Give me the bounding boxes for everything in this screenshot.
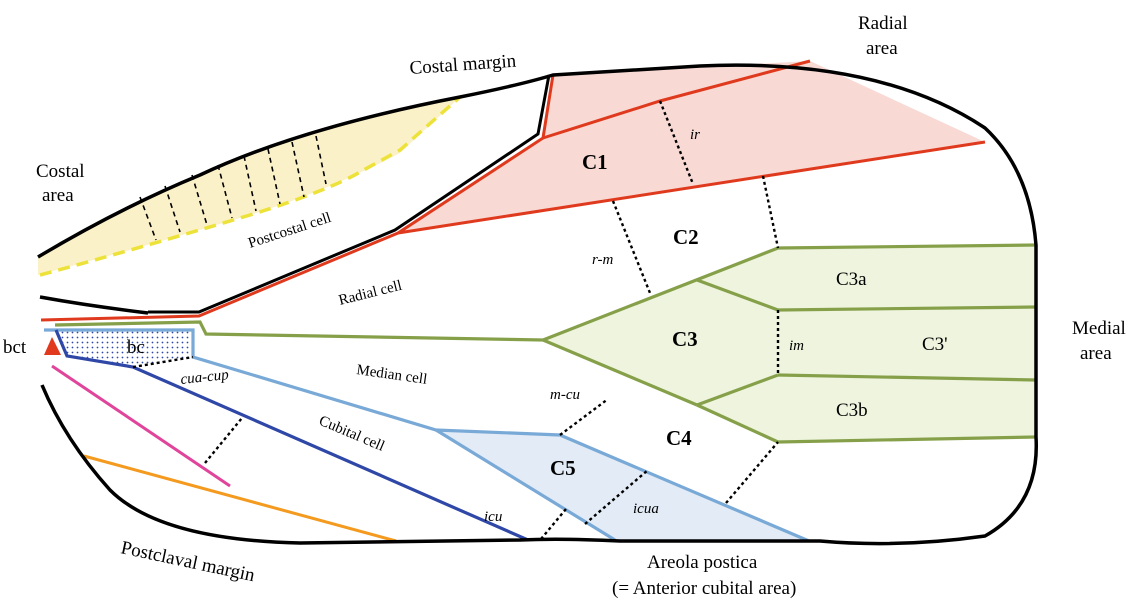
cross-veins <box>132 100 780 540</box>
label-postcostal-cell: Postcostal cell <box>246 210 333 252</box>
label-cell-c3a: C3a <box>836 269 867 290</box>
cubital-veins <box>44 328 810 543</box>
label-costal-area-line1: Costal <box>36 161 85 182</box>
label-cell-c4: C4 <box>666 426 692 450</box>
medial-veins <box>54 243 1037 444</box>
label-areola-postica-line1: Areola postica <box>647 552 758 573</box>
dark-radial-vein <box>148 74 551 314</box>
label-radial-cell: Radial cell <box>337 278 404 309</box>
label-crossvein-icua: icua <box>633 501 659 517</box>
areola-postica-fill <box>436 430 809 541</box>
label-bc: bc <box>127 337 145 358</box>
label-costal-margin: Costal margin <box>409 51 517 79</box>
label-medial-area-line2: area <box>1080 343 1112 364</box>
label-crossvein-rm: r-m <box>592 252 614 268</box>
radial-area-fill <box>398 61 985 233</box>
label-cell-c1: C1 <box>582 150 608 174</box>
label-cell-c3prime: C3' <box>922 334 948 355</box>
label-cell-c5: C5 <box>550 456 576 480</box>
label-cell-c2: C2 <box>673 225 699 249</box>
label-postclaval-margin: Postclaval margin <box>119 537 257 586</box>
label-areola-postica-line2: (= Anterior cubital area) <box>612 578 796 599</box>
label-bct: bct <box>3 337 27 358</box>
label-crossvein-ir: ir <box>690 127 700 143</box>
label-crossvein-icu: icu <box>484 509 502 525</box>
label-crossvein-mcu: m-cu <box>550 387 580 403</box>
costal-area-fill <box>38 97 460 275</box>
label-cell-c3: C3 <box>672 327 698 351</box>
cubitus-dark-vein <box>54 329 529 542</box>
costal-crossveins <box>139 135 327 241</box>
label-cubital-cell: Cubital cell <box>316 413 386 455</box>
bct-marker <box>44 337 61 355</box>
pink-vein <box>51 364 231 488</box>
orange-vein <box>83 454 397 543</box>
label-medial-area-line1: Medial <box>1072 318 1126 339</box>
label-median-cell: Median cell <box>355 362 428 388</box>
label-radial-area-line2: area <box>866 38 898 59</box>
basal-cell-fill <box>58 330 193 367</box>
wing-outline <box>37 63 1039 546</box>
label-radial-area-line1: Radial <box>858 13 908 34</box>
label-crossvein-cuacup: cua-cup <box>180 367 230 388</box>
label-crossvein-im: im <box>789 338 804 354</box>
costal-dashed-vein <box>39 95 462 277</box>
label-cell-c3b: C3b <box>836 400 868 421</box>
label-costal-area-line2: area <box>42 185 74 206</box>
